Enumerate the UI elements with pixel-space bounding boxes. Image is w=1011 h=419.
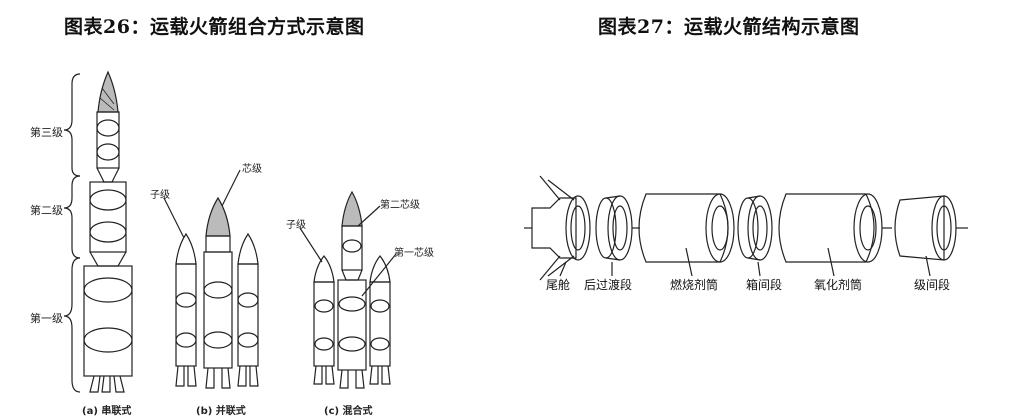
part-label-intertank: 箱间段: [746, 278, 783, 292]
figure-26-title: 图表26：运载火箭组合方式示意图: [64, 16, 365, 38]
oxidizer-tank-part: [778, 193, 892, 263]
serial-caption: (a) 串联式: [82, 406, 132, 417]
hybrid-booster-label: 子级: [286, 220, 306, 231]
interstage-part: [894, 195, 968, 261]
part-label-fuel-tank: 燃烧剂筒: [670, 278, 719, 292]
fuel-tank-part: [632, 193, 735, 263]
parallel-core-label: 芯级: [242, 164, 262, 175]
tail-cabin-part: [524, 175, 591, 281]
second-stage-brace: [63, 175, 81, 259]
third-stage-brace: [63, 73, 81, 177]
aft-transition-part: [595, 195, 633, 261]
hybrid-rocket: [299, 190, 397, 389]
intertank-part: [737, 195, 773, 261]
part-label-interstage: 级间段: [914, 278, 951, 292]
hybrid-second-core-label: 第二芯级: [380, 200, 420, 211]
part-label-aft-transition: 后过渡段: [584, 278, 633, 292]
part-label-oxidizer-tank: 氧化剂筒: [814, 278, 863, 292]
parallel-rocket: [163, 169, 259, 389]
third-stage-label: 第三级: [30, 126, 63, 139]
hybrid-first-core-label: 第一芯级: [394, 248, 434, 259]
parallel-booster-label: 子级: [150, 190, 170, 201]
first-stage-brace: [63, 257, 81, 393]
figure-27-title: 图表27：运载火箭结构示意图: [598, 16, 860, 38]
part-label-tail-cabin: 尾舱: [546, 278, 571, 292]
hybrid-caption: (c) 混合式: [324, 406, 373, 417]
second-stage-label: 第二级: [30, 204, 63, 217]
first-stage-label: 第一级: [30, 312, 63, 325]
serial-rocket: [83, 70, 133, 393]
parallel-caption: (b) 并联式: [196, 406, 246, 417]
